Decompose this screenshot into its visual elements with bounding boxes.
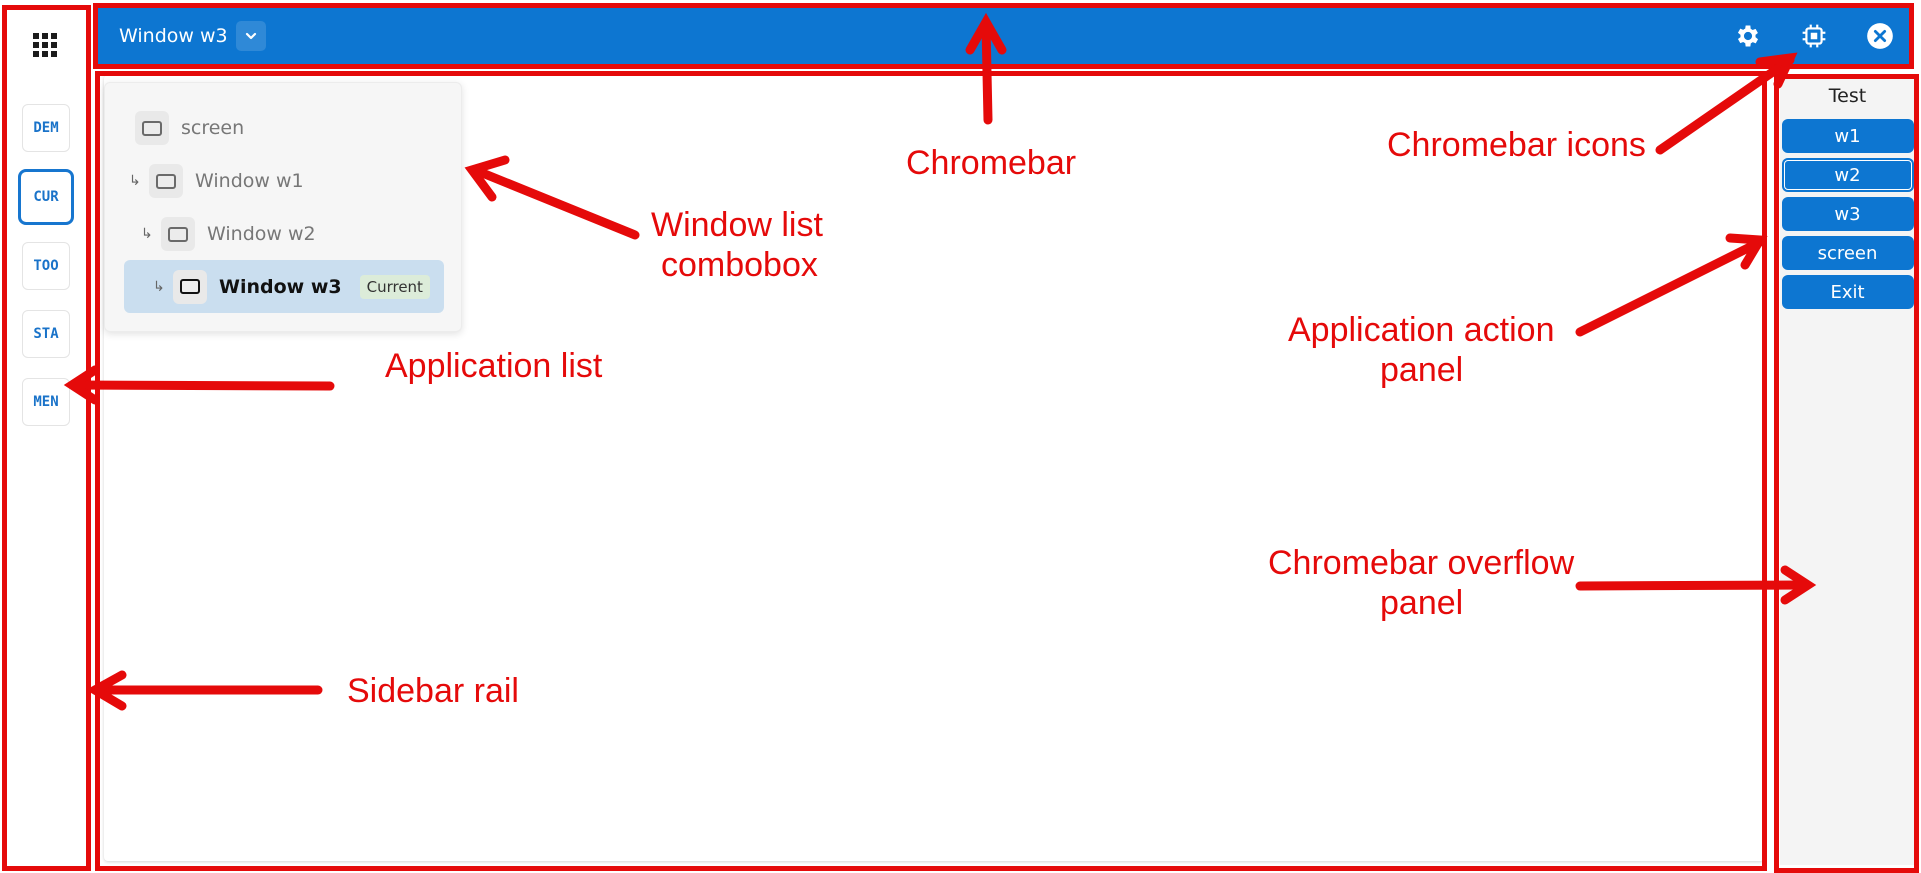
annotation-sidebar-rail: Sidebar rail <box>347 672 519 710</box>
gear-icon <box>1737 25 1759 47</box>
window-list-item-w3[interactable]: ↳ Window w3 Current <box>124 260 444 313</box>
window-icon <box>173 269 207 304</box>
app-button-cur[interactable]: CUR <box>18 169 74 225</box>
window-list-combobox-button[interactable] <box>235 21 266 51</box>
app-button-dem[interactable]: DEM <box>22 104 70 152</box>
window-list-item-label: screen <box>181 117 245 139</box>
window-list-item-label: Window w3 <box>219 275 342 298</box>
chip-icon <box>1802 24 1826 48</box>
window-list-item-screen[interactable]: screen <box>135 103 244 153</box>
annotation-app-action-2: panel <box>1380 351 1464 389</box>
annotation-window-list-1: Window list <box>651 206 823 244</box>
child-arrow-icon: ↳ <box>129 173 141 189</box>
app-button-men[interactable]: MEN <box>22 378 70 426</box>
action-button-w1[interactable]: w1 <box>1781 119 1914 153</box>
window-list-item-label: Window w2 <box>207 223 316 245</box>
annotation-overflow-1: Chromebar overflow <box>1268 544 1575 582</box>
chip-button[interactable] <box>1798 20 1830 52</box>
panel-title: Test <box>1828 85 1867 107</box>
chromebar-icons <box>1732 5 1910 67</box>
apps-grid-icon[interactable] <box>33 33 59 59</box>
annotation-chromebar: Chromebar <box>906 144 1077 182</box>
settings-button[interactable] <box>1732 20 1764 52</box>
child-arrow-icon: ↳ <box>141 226 153 242</box>
annotation-window-list-2: combobox <box>661 246 818 284</box>
child-arrow-icon: ↳ <box>153 278 165 295</box>
window-list-dropdown: screen ↳ Window w1 ↳ Window w2 ↳ Window … <box>104 82 462 332</box>
annotation-overflow-2: panel <box>1380 584 1464 622</box>
annotation-app-action-1: Application action <box>1288 311 1555 349</box>
close-button[interactable] <box>1864 20 1896 52</box>
screen-icon <box>135 111 169 145</box>
app-button-too[interactable]: TOO <box>22 242 70 290</box>
chromebar: Window w3 <box>95 5 1910 67</box>
window-list-item-w2[interactable]: ↳ Window w2 <box>141 209 316 259</box>
chevron-down-icon <box>245 32 256 40</box>
app-button-sta[interactable]: STA <box>22 310 70 358</box>
action-button-exit[interactable]: Exit <box>1781 275 1914 309</box>
window-title: Window w3 <box>119 25 228 47</box>
window-list-item-w1[interactable]: ↳ Window w1 <box>129 156 304 206</box>
application-action-panel: Test w1 w2 w3 screen Exit <box>1780 75 1915 865</box>
sidebar-rail: DEM CUR TOO STA MEN <box>0 0 90 873</box>
action-button-w2[interactable]: w2 <box>1781 158 1914 192</box>
window-list-item-label: Window w1 <box>195 170 304 192</box>
action-button-screen[interactable]: screen <box>1781 236 1914 270</box>
current-badge: Current <box>359 274 430 299</box>
annotation-chromebar-icons: Chromebar icons <box>1387 126 1646 164</box>
close-circle-icon <box>1867 23 1893 49</box>
annotation-application-list: Application list <box>385 347 603 385</box>
window-icon <box>161 217 195 251</box>
action-button-w3[interactable]: w3 <box>1781 197 1914 231</box>
window-icon <box>149 164 183 198</box>
